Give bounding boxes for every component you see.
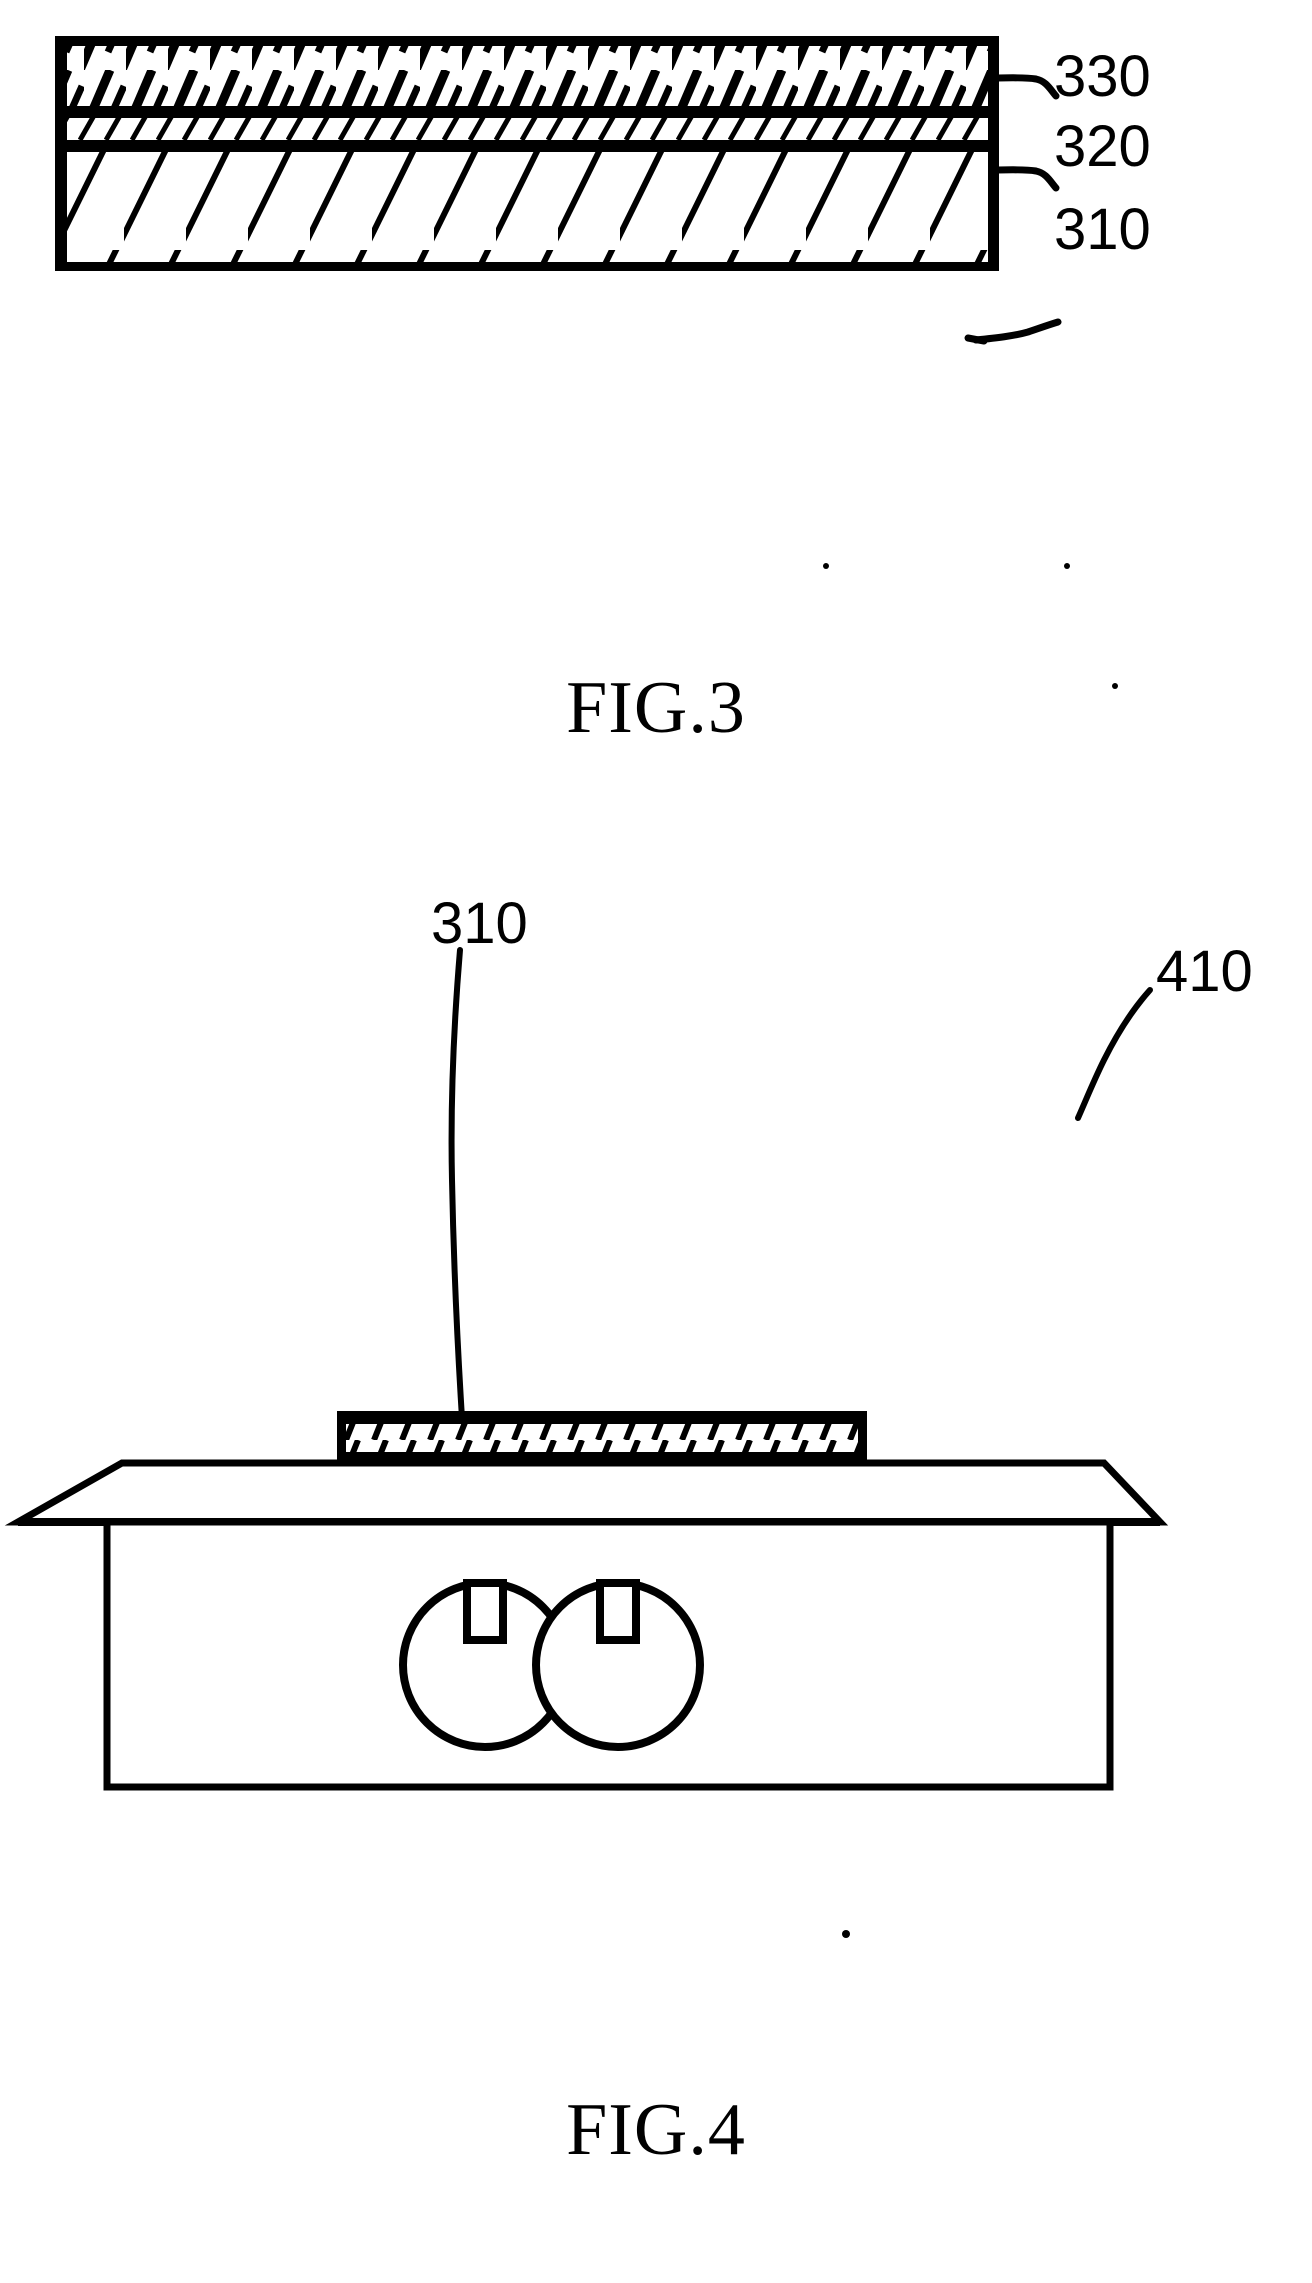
- leader-line-310: [972, 318, 1062, 344]
- ref-numeral-330: 330: [1054, 44, 1151, 109]
- figure-3-drawing: [55, 36, 1062, 345]
- fig4-plate-310: [337, 1411, 867, 1464]
- speck-1: [823, 563, 829, 569]
- leader-line-330: [988, 74, 1060, 100]
- speck-2: [1064, 563, 1070, 569]
- leader-line-320: [988, 166, 1060, 192]
- plate-left-edge: [337, 1411, 346, 1464]
- leader-tick-310: [964, 334, 988, 345]
- layer-310-fill: [58, 152, 996, 266]
- leader-line-fig4-310: [448, 947, 465, 1421]
- fig4-aperture-right: [532, 1579, 704, 1751]
- layer-320-fill: [58, 117, 996, 143]
- plate-hatch-fill: [345, 1424, 862, 1452]
- ref-numeral-310-fig4: 310: [431, 891, 528, 956]
- ref-numeral-410: 410: [1156, 939, 1253, 1004]
- fig4-lid-410: [4, 1459, 1169, 1526]
- layer-330-bottom-edge: [55, 106, 999, 118]
- ref-numeral-310: 310: [1054, 197, 1151, 262]
- layer-310-bottom-edge: [55, 262, 999, 271]
- plate-right-edge: [858, 1411, 867, 1464]
- fig3-layer-320: [58, 117, 996, 143]
- fig3-layer-310: [58, 152, 996, 266]
- figure-4-drawing: [4, 947, 1169, 1791]
- fig3-layer-330: [58, 41, 996, 109]
- stack-left-edge: [55, 36, 67, 271]
- lid-top-surface: [4, 1459, 1169, 1526]
- figure-4-caption: FIG.4: [566, 2089, 746, 2171]
- ref-numeral-320: 320: [1054, 114, 1151, 179]
- stack-right-edge: [988, 36, 999, 271]
- fig3-layer-stack: [55, 36, 999, 271]
- layer-330-fill: [58, 41, 996, 109]
- aperture-left-notch: [463, 1579, 507, 1644]
- speck-4: [842, 1930, 850, 1938]
- layer-320-bottom-edge: [55, 140, 999, 152]
- scan-artifacts: [823, 563, 1118, 1938]
- aperture-right-notch: [596, 1579, 640, 1644]
- layer-330-top-edge: [55, 36, 999, 46]
- plate-top-edge: [340, 1411, 866, 1424]
- speck-3: [1112, 683, 1118, 689]
- fig4-aperture-left: [399, 1579, 571, 1751]
- leader-line-fig4-410: [1075, 987, 1153, 1121]
- figure-3-caption: FIG.3: [566, 667, 746, 749]
